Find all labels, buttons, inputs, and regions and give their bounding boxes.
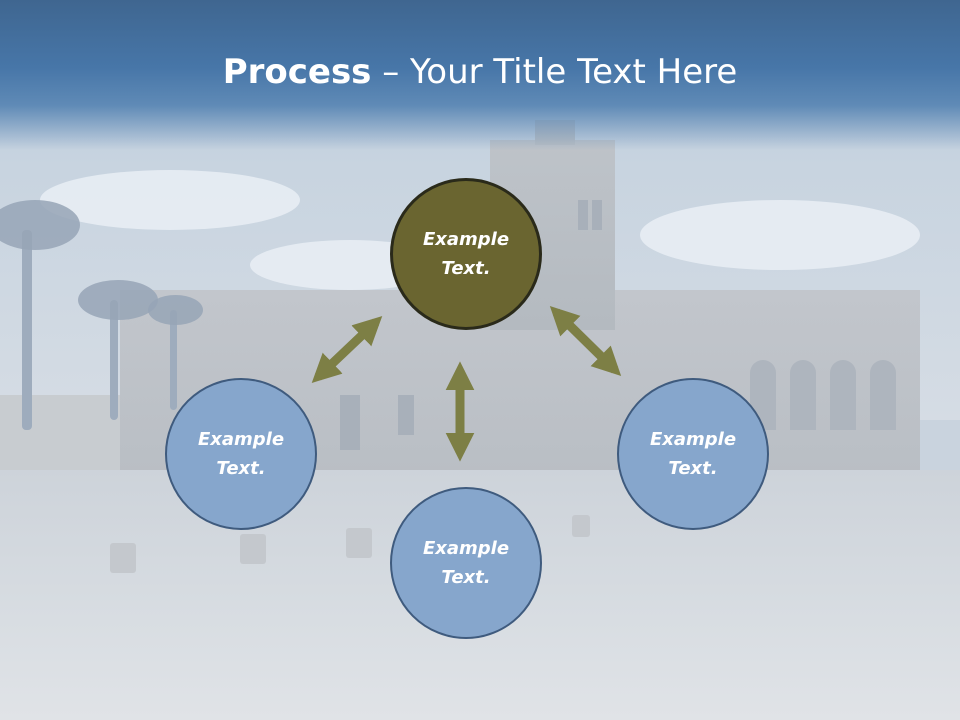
bollard (346, 528, 372, 558)
palm-trunk (22, 230, 32, 430)
process-node-top[interactable]: Example Text. (390, 178, 542, 330)
building-arch (870, 360, 896, 430)
tower-window (592, 200, 602, 230)
palm-trunk (110, 300, 118, 420)
building-window (398, 395, 414, 435)
bollard (572, 515, 590, 537)
node-label: Example Text. (197, 429, 285, 479)
tower-window (578, 200, 588, 230)
title-band (0, 0, 960, 150)
building-window (340, 395, 360, 450)
cloud (640, 200, 920, 270)
bollard (110, 543, 136, 573)
palm-fronds (78, 280, 158, 320)
arrow-top-right (549, 305, 622, 377)
building-arch (790, 360, 816, 430)
palm-trunk (170, 310, 177, 410)
building-arch (830, 360, 856, 430)
node-label: Example Text. (649, 429, 737, 479)
process-node-bottom[interactable]: Example Text. (390, 487, 542, 639)
process-node-left[interactable]: Example Text. (165, 378, 317, 530)
title-rest: – Your Title Text Here (371, 52, 738, 92)
cloud (40, 170, 300, 230)
title-bold: Process (222, 52, 372, 92)
node-label: Example Text. (422, 229, 510, 279)
arrow-top-left (311, 316, 383, 383)
palm-fronds (148, 295, 203, 325)
palm-fronds (0, 200, 80, 250)
bollard (240, 534, 266, 564)
process-node-right[interactable]: Example Text. (617, 378, 769, 530)
node-label: Example Text. (422, 538, 510, 588)
slide-title: Process – Your Title Text Here (0, 52, 960, 92)
